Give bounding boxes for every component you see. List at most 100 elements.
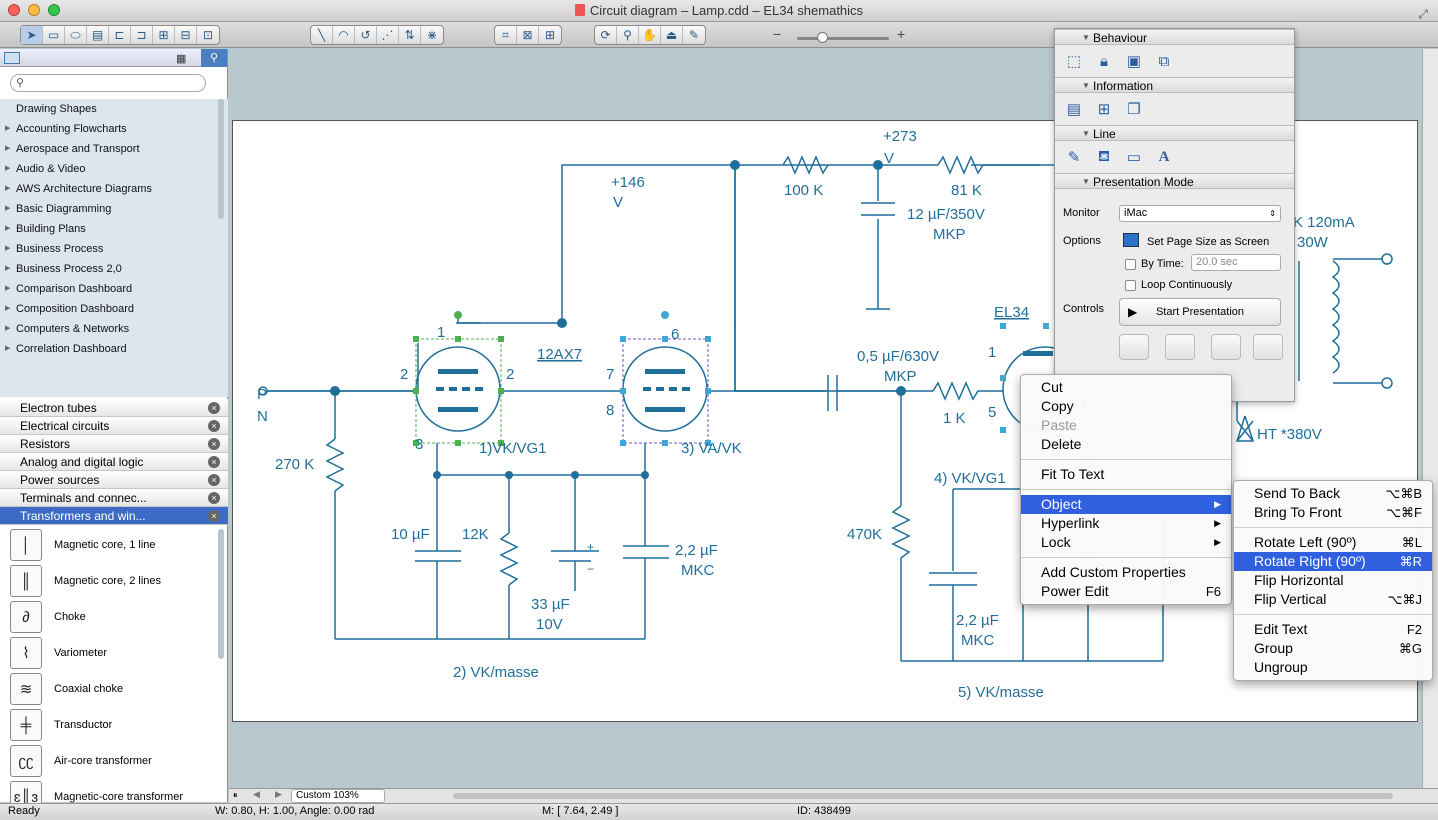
shape-item[interactable]: ╪Transductor	[0, 707, 228, 743]
by-time-checkbox[interactable]	[1125, 259, 1136, 270]
context-menu-item[interactable]: Hyperlink▶	[1021, 514, 1231, 533]
context-menu-item[interactable]: Add Custom Properties	[1021, 563, 1231, 582]
set-page-label[interactable]: Set Page Size as Screen	[1147, 236, 1269, 248]
arc-icon[interactable]: ◠	[333, 26, 355, 44]
section-presentation[interactable]: Presentation Mode	[1055, 173, 1294, 189]
zoom-out-icon[interactable]: −	[773, 26, 781, 42]
pause-button[interactable]	[1119, 334, 1149, 360]
submenu-item[interactable]: Flip Vertical⌥⌘J	[1234, 590, 1432, 609]
close-section-icon[interactable]: ×	[208, 402, 220, 414]
freehand-icon[interactable]: ⋇	[421, 26, 443, 44]
close-section-icon[interactable]: ×	[208, 510, 220, 522]
context-menu-item[interactable]: Lock▶	[1021, 533, 1231, 552]
pointer-icon[interactable]: ➤	[21, 26, 43, 44]
library-scrollbar[interactable]	[218, 99, 224, 219]
hyperlink-icon[interactable]: ⊞	[1093, 98, 1115, 120]
horizontal-scrollbar[interactable]	[453, 793, 1393, 799]
note-icon[interactable]: ▤	[1063, 98, 1085, 120]
start-presentation-button[interactable]: ▶Start Presentation	[1119, 298, 1281, 326]
submenu-item[interactable]: Edit TextF2	[1234, 620, 1432, 639]
context-menu-item[interactable]: Cut	[1021, 378, 1231, 397]
terminal-bottom[interactable]	[1382, 378, 1392, 388]
library-item[interactable]: Drawing Shapes	[0, 99, 228, 119]
bezier-icon[interactable]: ↺	[355, 26, 377, 44]
submenu-item[interactable]: Send To Back⌥⌘B	[1234, 484, 1432, 503]
previous-button[interactable]	[1165, 334, 1195, 360]
library-item[interactable]: Composition Dashboard	[0, 299, 228, 319]
zoom-knob[interactable]	[817, 32, 828, 43]
shape-item[interactable]: ║Magnetic core, 2 lines	[0, 563, 228, 599]
zoom-slider[interactable]: − +	[773, 27, 913, 45]
shape-item[interactable]: ≋Coaxial choke	[0, 671, 228, 707]
snap-icon[interactable]: ⌗	[495, 26, 517, 44]
prev-page-icon[interactable]: ◀	[253, 789, 260, 800]
library-item[interactable]: Business Process	[0, 239, 228, 259]
shape-item[interactable]: ʗʗAir-core transformer	[0, 743, 228, 779]
submenu-item[interactable]: Flip Horizontal	[1234, 571, 1432, 590]
pan-icon[interactable]: ✋	[639, 26, 661, 44]
layers-icon[interactable]: ❐	[1123, 98, 1145, 120]
submenu-item[interactable]: Group⌘G	[1234, 639, 1432, 658]
section-row[interactable]: Transformers and win...×	[0, 507, 228, 525]
next-page-icon[interactable]: ▶	[275, 789, 282, 800]
layout-icon[interactable]: ⊠	[517, 26, 539, 44]
context-menu-item[interactable]: Copy	[1021, 397, 1231, 416]
section-row[interactable]: Power sources×	[0, 471, 228, 489]
close-section-icon[interactable]: ×	[208, 420, 220, 432]
close-section-icon[interactable]: ×	[208, 456, 220, 468]
tree-connector-icon[interactable]: ⊞	[153, 26, 175, 44]
polyline-icon[interactable]: ⋰	[377, 26, 399, 44]
library-item[interactable]: Comparison Dashboard	[0, 279, 228, 299]
zoom-track[interactable]	[797, 37, 889, 40]
shape-scrollbar[interactable]	[218, 529, 224, 659]
pause-page-icon[interactable]: ⏸	[233, 790, 238, 801]
monitor-select[interactable]: iMac⇕	[1119, 205, 1281, 222]
search-tab-icon[interactable]: ⚲	[201, 49, 227, 67]
close-section-icon[interactable]: ×	[208, 492, 220, 504]
line-style-icon[interactable]: ✎	[1063, 146, 1085, 168]
section-row[interactable]: Analog and digital logic×	[0, 453, 228, 471]
section-behaviour[interactable]: Behaviour	[1055, 29, 1294, 45]
shadow-icon[interactable]: ▭	[1123, 146, 1145, 168]
context-menu-item[interactable]: Power EditF6	[1021, 582, 1231, 601]
line-icon[interactable]: ╲	[311, 26, 333, 44]
close-section-icon[interactable]: ×	[208, 438, 220, 450]
text-icon[interactable]: ▤	[87, 26, 109, 44]
section-line[interactable]: Line	[1055, 125, 1294, 141]
section-row[interactable]: Terminals and connec...×	[0, 489, 228, 507]
library-item[interactable]: Computers & Networks	[0, 319, 228, 339]
library-tree-icon[interactable]	[4, 52, 20, 64]
protection-icon[interactable]: ▣	[1123, 50, 1145, 72]
library-item[interactable]: Aerospace and Transport	[0, 139, 228, 159]
close-window-button[interactable]	[8, 4, 20, 16]
loop-checkbox[interactable]	[1125, 280, 1136, 291]
zoom-in-icon[interactable]: +	[897, 26, 905, 42]
library-item[interactable]: AWS Architecture Diagrams	[0, 179, 228, 199]
library-item[interactable]: Accounting Flowcharts	[0, 119, 228, 139]
submenu-item[interactable]: Bring To Front⌥⌘F	[1234, 503, 1432, 522]
zoom-window-button[interactable]	[48, 4, 60, 16]
shape-item[interactable]: ∂Choke	[0, 599, 228, 635]
context-menu-item[interactable]: Fit To Text	[1021, 465, 1231, 484]
grid-view-icon[interactable]: ▦	[176, 52, 186, 65]
shape-item[interactable]: ⌇Variometer	[0, 635, 228, 671]
submenu-item[interactable]: Ungroup	[1234, 658, 1432, 677]
fill-icon[interactable]: ⛾	[1093, 146, 1115, 168]
lock-icon[interactable]: 🔒︎	[1093, 50, 1115, 72]
group-connector-icon[interactable]: ⊟	[175, 26, 197, 44]
library-search-input[interactable]: ⚲	[10, 74, 206, 92]
minimize-window-button[interactable]	[28, 4, 40, 16]
eyedropper-icon[interactable]: ✎	[683, 26, 705, 44]
align-icon[interactable]: ⊞	[539, 26, 561, 44]
select-bounds-icon[interactable]: ⬚	[1063, 50, 1085, 72]
close-section-icon[interactable]: ×	[208, 474, 220, 486]
spline-icon[interactable]: ⇅	[399, 26, 421, 44]
tube-12ax7-right[interactable]	[620, 311, 711, 446]
submenu-item[interactable]: Rotate Right (90º)⌘R	[1234, 552, 1432, 571]
text-style-icon[interactable]: A	[1153, 146, 1175, 168]
library-item[interactable]: Building Plans	[0, 219, 228, 239]
library-item[interactable]: Audio & Video	[0, 159, 228, 179]
ellipse-icon[interactable]: ⬭	[65, 26, 87, 44]
zoom-combo[interactable]: Custom 103%	[291, 789, 385, 803]
context-menu-item[interactable]: Delete	[1021, 435, 1231, 454]
